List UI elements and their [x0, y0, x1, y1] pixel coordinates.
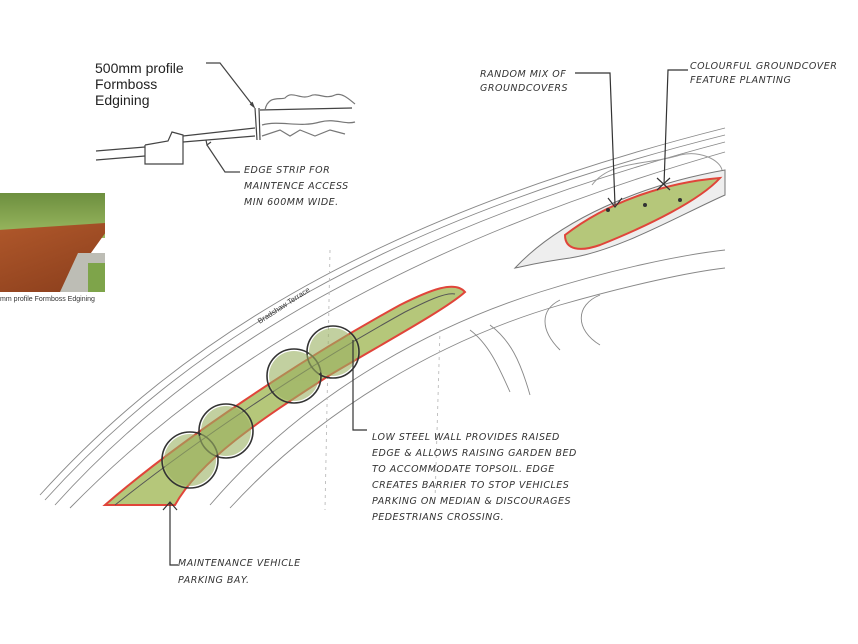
feature-planting-note: Colourful groundcover feature planting [690, 61, 838, 86]
median-planting-1 [102, 285, 467, 506]
photo-caption: mm profile Formboss Edgining [0, 296, 95, 303]
parking-bay-note: Maintenance vehicle parking bay. [178, 558, 301, 586]
groundcover-note: Random mix of groundcovers [480, 69, 569, 94]
edge-strip-note: Edge strip for maintence access min 600m… [244, 165, 349, 208]
steel-wall-note: Low steel wall provides raised edge & al… [372, 432, 577, 523]
tree-canopy [161, 431, 219, 489]
road-lines [39, 127, 726, 511]
median-planting-2 [513, 153, 726, 269]
formboss-edging-photo [0, 193, 105, 292]
leader-lines [162, 69, 688, 566]
tree-canopy [266, 348, 322, 404]
tree-canopy [198, 403, 254, 459]
section-label: 500mm profile Formboss Edgining [95, 60, 184, 108]
tree-canopy [306, 325, 360, 379]
section-detail [95, 62, 356, 173]
